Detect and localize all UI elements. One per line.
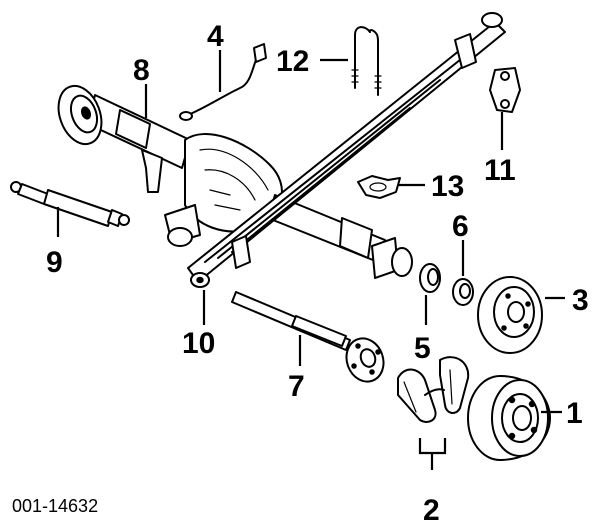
spring-shackle: [489, 67, 521, 113]
wheel-bearing: [419, 263, 441, 293]
callout-10: 10: [182, 327, 215, 360]
spring-bushing: [190, 272, 210, 288]
brake-shoes: [397, 356, 470, 423]
leader-lines: [56, 50, 565, 470]
callout-13: 13: [431, 170, 464, 203]
brake-hose: [179, 43, 267, 121]
callout-1: 1: [566, 397, 583, 430]
figure-id: 001-14632: [12, 496, 98, 516]
spring-spacer: [357, 175, 401, 199]
callout-12: 12: [276, 45, 309, 78]
axle-housing: [57, 84, 413, 279]
callout-6: 6: [452, 210, 469, 243]
callout-4: 4: [207, 20, 224, 53]
brake-backing-plate: [477, 276, 543, 354]
callout-5: 5: [414, 332, 431, 365]
callout-8: 8: [133, 54, 150, 87]
callout-2: 2: [423, 494, 440, 527]
u-bolt: [351, 26, 382, 96]
callout-9: 9: [46, 246, 63, 279]
callout-7: 7: [288, 370, 305, 403]
axle-shaft: [231, 291, 385, 383]
axle-seal: [452, 278, 474, 306]
brake-drum: [467, 375, 551, 461]
shock-absorber: [10, 181, 130, 227]
callout-11: 11: [484, 154, 516, 187]
callout-3: 3: [572, 284, 589, 317]
leaf-spring: [187, 12, 506, 283]
